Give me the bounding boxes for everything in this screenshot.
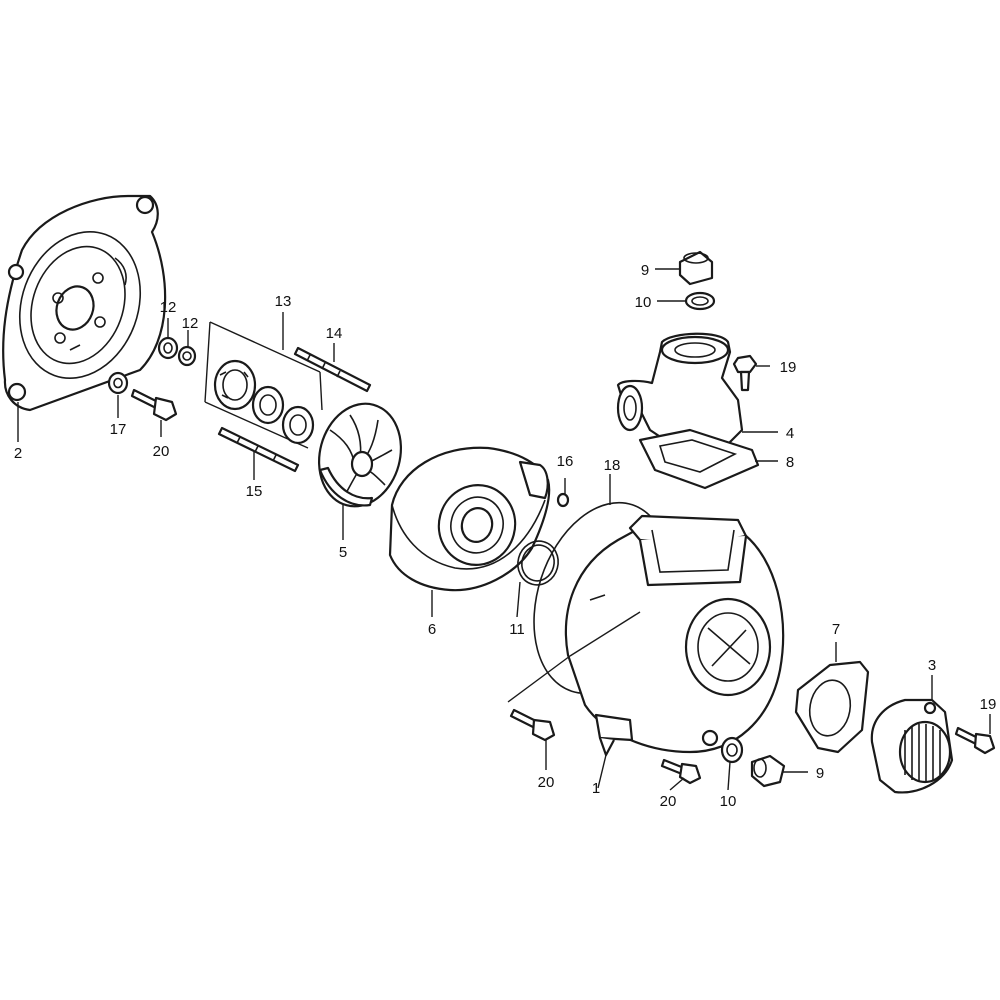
callout-4: 4 <box>786 425 794 442</box>
callout-13: 13 <box>275 293 292 310</box>
callout-14: 14 <box>326 325 343 342</box>
part-10-washer-bottom <box>720 736 744 764</box>
callout-12-b: 12 <box>182 315 199 332</box>
callout-8: 8 <box>786 454 794 471</box>
callout-20-left: 20 <box>153 443 170 460</box>
part-4-discharge-elbow <box>616 332 744 452</box>
part-20-bolt-left <box>130 388 178 422</box>
part-8-elbow-gasket <box>638 428 760 490</box>
part-20-bolt-bottom-a <box>509 708 556 742</box>
callout-19-top: 19 <box>780 359 797 376</box>
part-12-seal-b <box>177 345 197 367</box>
callout-10-bottom: 10 <box>720 793 737 810</box>
part-6-volute-case <box>388 446 551 592</box>
part-9-plug-top <box>678 250 714 286</box>
part-12-seal-a <box>157 336 179 360</box>
part-13-mechanical-seal <box>204 321 323 449</box>
part-15-stud <box>217 426 300 473</box>
part-17-washer <box>107 371 129 395</box>
part-14-stud <box>293 346 372 393</box>
part-16-plug <box>556 492 570 508</box>
part-2-mounting-flange <box>2 194 167 412</box>
callout-15: 15 <box>246 483 263 500</box>
callout-5: 5 <box>339 544 347 561</box>
part-20-bolt-bottom-b <box>660 758 702 785</box>
part-11-o-ring <box>517 540 559 586</box>
part-1-pump-casing <box>507 514 785 757</box>
callout-16: 16 <box>557 453 574 470</box>
callout-labels: 2 17 20 12 12 13 14 15 5 6 11 16 18 9 10… <box>14 262 997 810</box>
callout-9-top: 9 <box>641 262 649 279</box>
leader-lines <box>17 268 991 791</box>
part-7-cover-gasket <box>794 660 870 754</box>
callout-20-bottom-a: 20 <box>538 774 555 791</box>
callout-11: 11 <box>509 621 525 638</box>
part-19-bolt-right <box>954 726 996 755</box>
part-19-bolt-top <box>732 354 758 392</box>
part-3-suction-cover <box>870 698 954 794</box>
callout-3: 3 <box>928 657 936 674</box>
callout-12-a: 12 <box>160 299 177 316</box>
part-10-washer-top <box>684 291 716 311</box>
callout-7: 7 <box>832 621 840 638</box>
callout-20-bottom-b: 20 <box>660 793 677 810</box>
part-5-impeller <box>317 402 403 508</box>
callout-6: 6 <box>428 621 436 638</box>
part-9-plug-bottom <box>750 754 786 788</box>
callout-17: 17 <box>110 421 127 438</box>
callout-19-right: 19 <box>980 696 997 713</box>
callout-10-top: 10 <box>635 294 652 311</box>
callout-1: 1 <box>592 780 600 797</box>
callout-9-bottom: 9 <box>816 765 824 782</box>
callout-18: 18 <box>604 457 621 474</box>
callout-2: 2 <box>14 445 22 462</box>
